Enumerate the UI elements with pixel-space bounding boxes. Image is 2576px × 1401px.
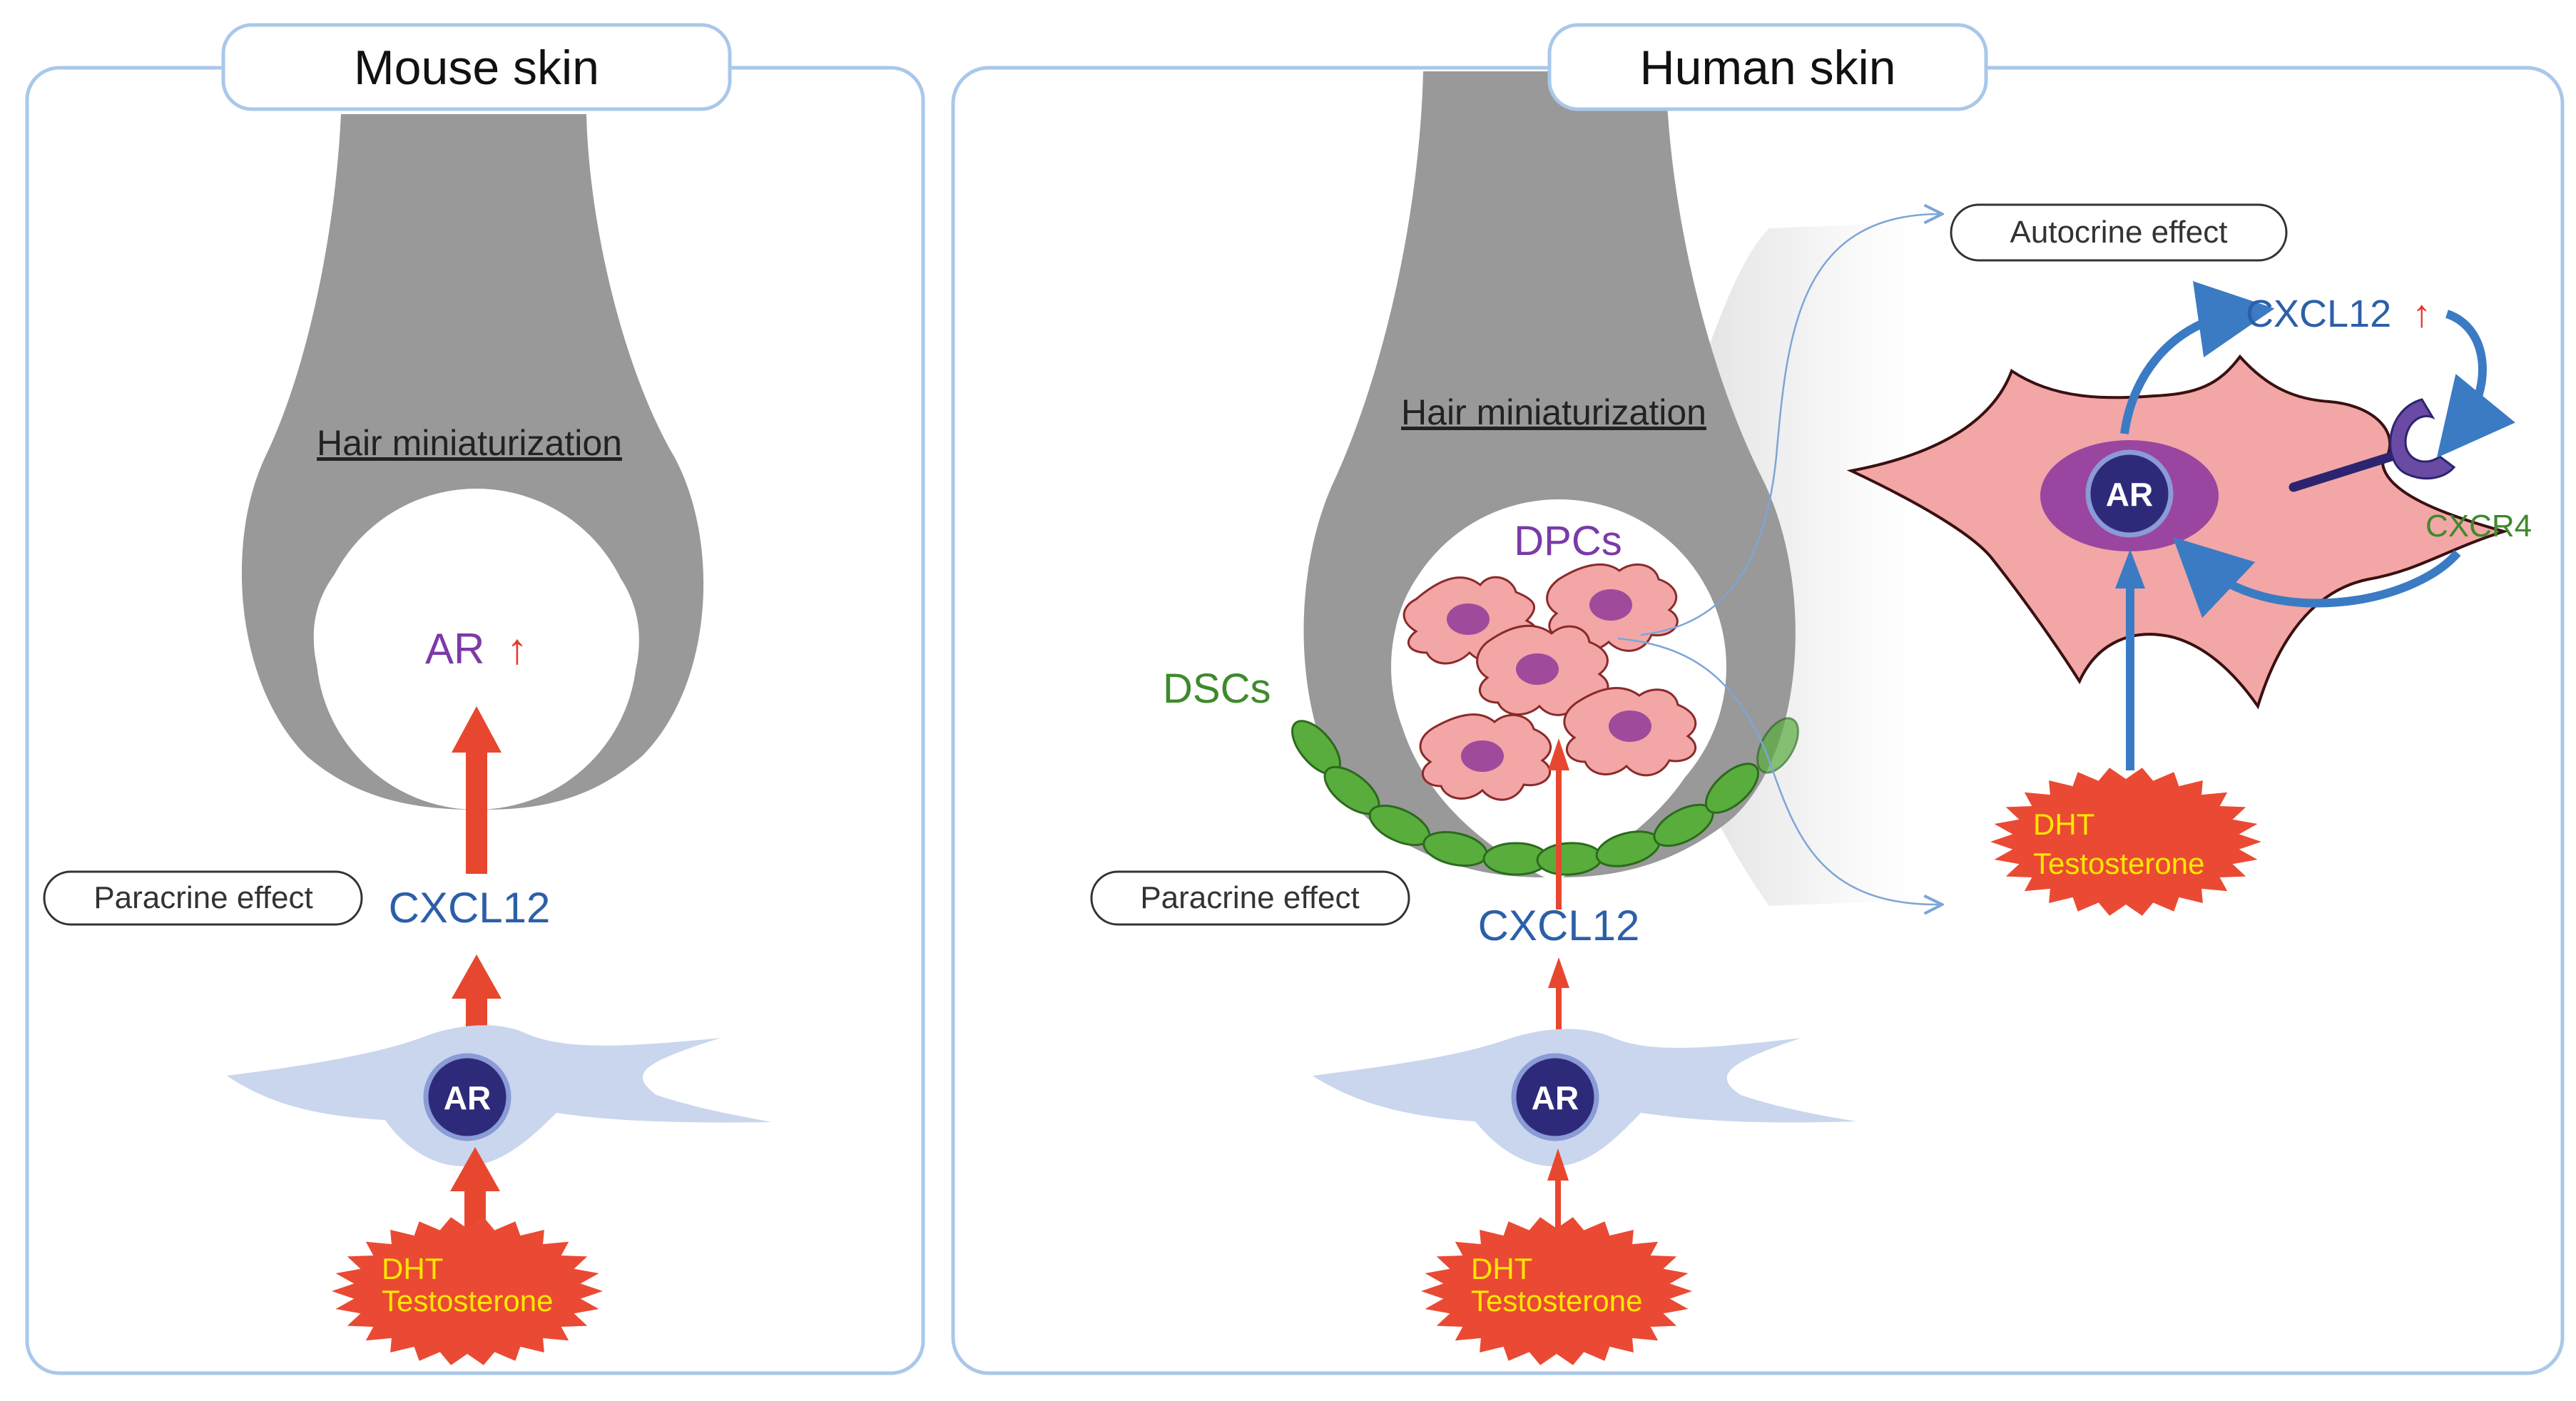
mouse-title-pill: Mouse skin <box>221 23 732 111</box>
mouse-cxcl12-label: CXCL12 <box>389 884 551 932</box>
inset-arrow-ar-to-cxcl12 <box>2120 281 2275 434</box>
autocrine-pill: Autocrine effect <box>1950 203 2288 262</box>
mouse-dht-burst <box>332 1217 603 1365</box>
human-ar-nucleus <box>1511 1053 1599 1141</box>
autocrine-label: Autocrine effect <box>2010 215 2228 250</box>
human-paracrine-pill: Paracrine effect <box>1090 870 1410 926</box>
human-arrow-cell-to-cxcl12 <box>1548 957 1569 1052</box>
mouse-dermal-papilla <box>316 489 637 810</box>
inset-arrow-cxcl12-to-cxcr4 <box>2436 310 2515 458</box>
mouse-ar-label: AR ↑ <box>425 625 528 673</box>
inset-ar-nucleus <box>2085 449 2174 538</box>
mouse-title: Mouse skin <box>354 41 599 95</box>
mouse-ar-text: AR <box>425 625 484 673</box>
zoom-connector-top <box>1640 214 1940 636</box>
inset-cxcl12-up-arrow: ↑ <box>2412 292 2431 335</box>
dpc-cell <box>1476 624 1609 716</box>
cxcr4-receptor <box>2289 398 2456 492</box>
human-testosterone-label: Testosterone <box>1471 1284 1642 1318</box>
human-arrow-cxcl12-to-dp <box>1548 738 1569 910</box>
inset-ar-label: AR <box>2106 476 2153 513</box>
dpc-cell <box>1419 713 1552 801</box>
human-title: Human skin <box>1639 41 1895 95</box>
inset-cxcl12-label: CXCL12 ↑ <box>2246 292 2431 335</box>
mouse-hair-follicle <box>241 114 704 810</box>
mouse-arrow-cxcl12-to-ar <box>452 706 502 874</box>
cxcr4-label: CXCR4 <box>2425 509 2532 544</box>
inset-arrow-dht-to-ar <box>2115 549 2145 770</box>
mouse-cell-ar-label: AR <box>444 1079 491 1116</box>
dsc-cell <box>1704 763 1760 814</box>
human-title-pill: Human skin <box>1547 23 1988 111</box>
human-arrow-dht-to-cell <box>1547 1148 1569 1266</box>
zoom-connector-bottom <box>1617 637 1940 905</box>
human-dpcs-label: DPCs <box>1514 518 1622 564</box>
mouse-ar-up-arrow: ↑ <box>506 625 528 673</box>
mouse-skin-panel: Hair miniaturization AR ↑ Paracrine effe… <box>25 23 925 1375</box>
inset-dht-burst <box>1990 768 2261 916</box>
human-hair-label: Hair miniaturization <box>1401 392 1706 432</box>
inset-dht-label: DHT <box>2033 808 2094 841</box>
dsc-chain <box>1291 717 1799 876</box>
mouse-testosterone-label: Testosterone <box>382 1284 553 1318</box>
human-dht-label: DHT <box>1471 1252 1532 1285</box>
mouse-hair-label: Hair miniaturization <box>317 423 622 463</box>
human-hair-follicle <box>1303 71 1796 877</box>
mouse-paracrine-pill: Paracrine effect <box>43 870 363 926</box>
inset-arrow-cxcr4-to-ar <box>2172 536 2461 618</box>
inset-testosterone-label: Testosterone <box>2033 847 2204 880</box>
dpc-cluster <box>1402 563 1697 801</box>
dpc-cell <box>1563 687 1697 777</box>
human-cxcl12-label: CXCL12 <box>1478 902 1640 949</box>
human-dht-burst <box>1421 1217 1692 1365</box>
human-skin-panel: Hair miniaturization DPCs DSCs <box>951 23 2565 1375</box>
mouse-dht-label: DHT <box>382 1252 443 1285</box>
inset-cxcl12-text: CXCL12 <box>2246 292 2391 335</box>
human-cell-ar-label: AR <box>1532 1079 1579 1116</box>
human-paracrine-label: Paracrine effect <box>1140 880 1359 915</box>
human-dscs-label: DSCs <box>1163 666 1271 712</box>
mouse-paracrine-label: Paracrine effect <box>93 880 312 915</box>
mouse-ar-nucleus <box>423 1053 511 1141</box>
